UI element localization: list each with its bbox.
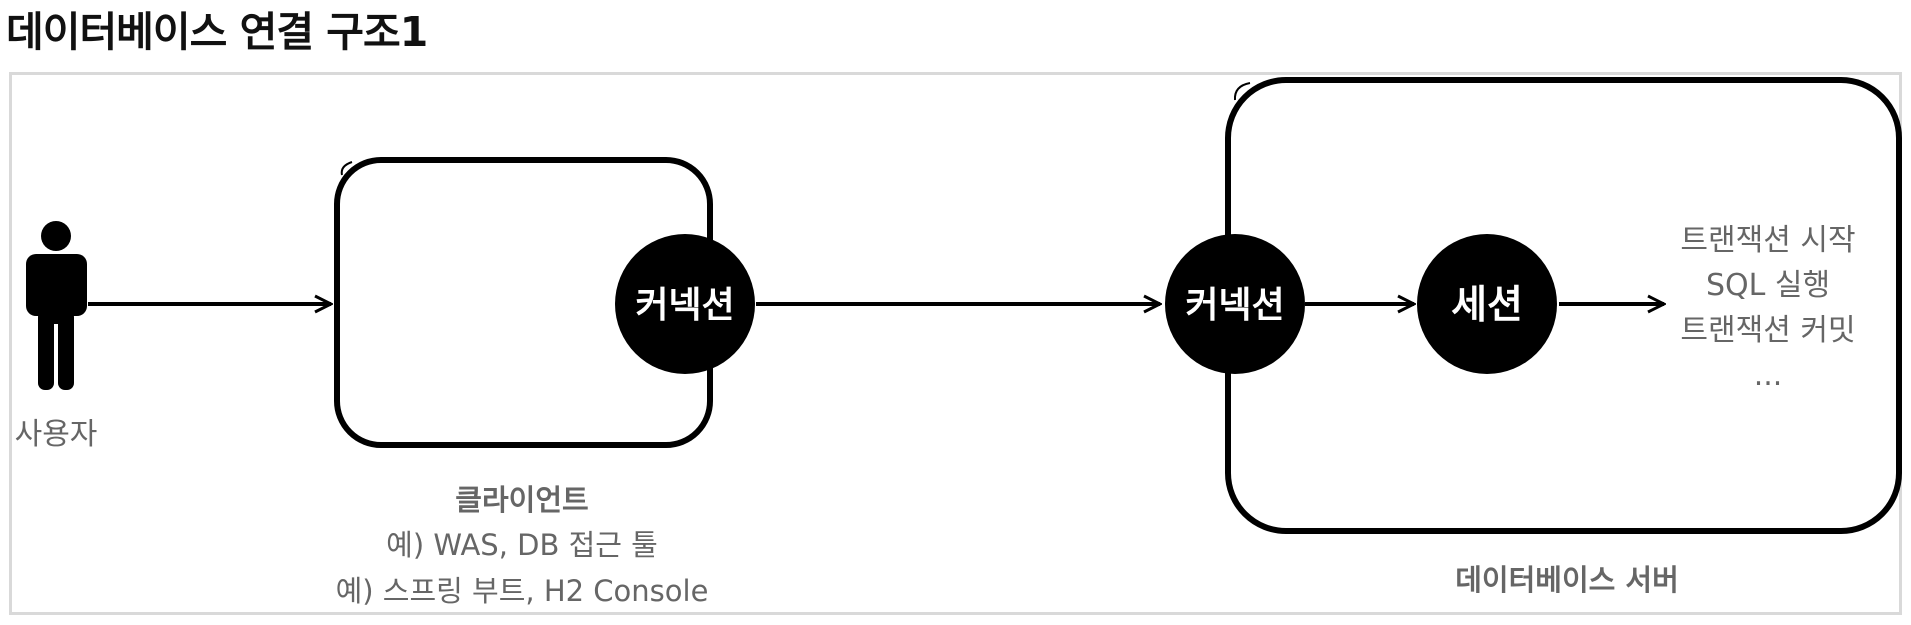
user-icon [26, 221, 87, 390]
server-box-sketch-mark [1233, 82, 1251, 101]
client-title: 클라이언트 [455, 483, 588, 517]
session-label: 세션 [1451, 283, 1523, 328]
client-connection-label: 커넥션 [635, 285, 734, 326]
client-connection-node: 커넥션 [615, 234, 755, 374]
client-example-2: 예) 스프링 부트, H2 Console [336, 574, 709, 608]
client-example-1: 예) WAS, DB 접근 툴 [386, 528, 658, 562]
database-server-title: 데이터베이스 서버 [1455, 563, 1679, 597]
operation-execute-sql: SQL 실행 [1706, 268, 1830, 303]
session-node: 세션 [1417, 234, 1557, 374]
operations-list: 트랜잭션 시작 SQL 실행 트랜잭션 커밋 ... [1680, 223, 1855, 393]
operation-commit-transaction: 트랜잭션 커밋 [1680, 313, 1855, 348]
server-connection-label: 커넥션 [1185, 285, 1284, 326]
operation-ellipsis: ... [1754, 358, 1783, 393]
client-box-sketch-mark [340, 161, 353, 176]
page-title: 데이터베이스 연결 구조1 [6, 8, 428, 56]
operation-begin-transaction: 트랜잭션 시작 [1680, 223, 1855, 258]
server-connection-node: 커넥션 [1165, 234, 1305, 374]
user-label: 사용자 [15, 417, 98, 452]
